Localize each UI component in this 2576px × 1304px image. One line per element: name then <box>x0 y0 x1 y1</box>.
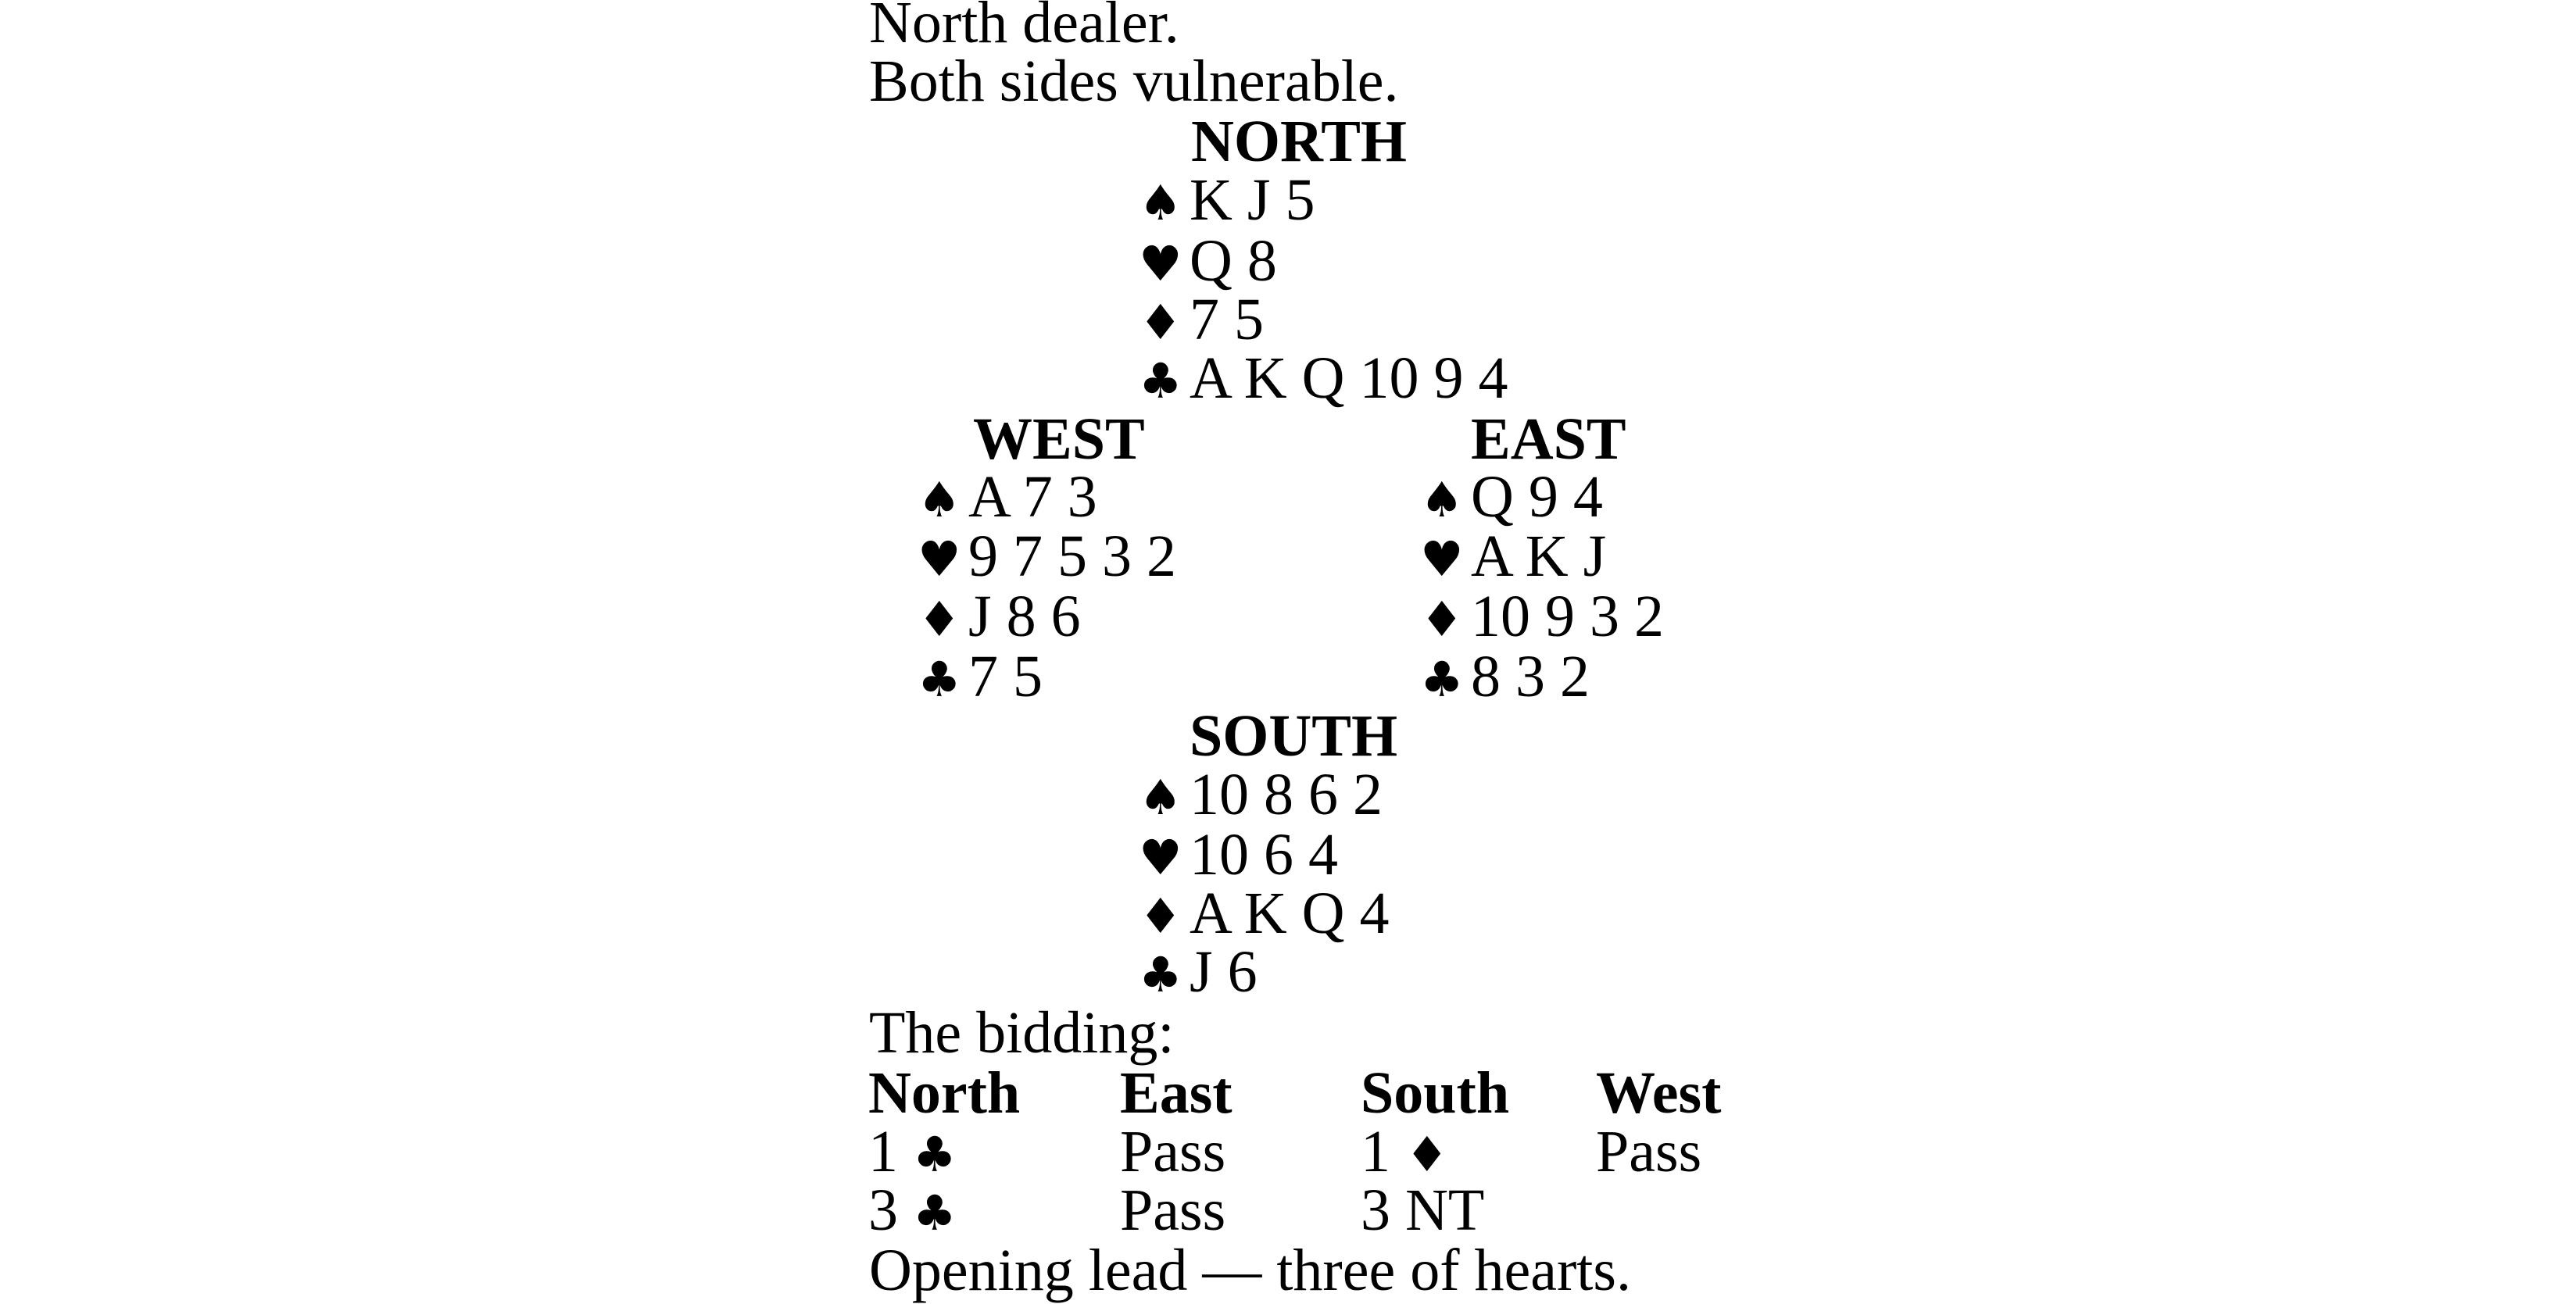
heart-icon: ♥ <box>918 531 961 588</box>
west-clubs-row: ♣7 5 <box>918 644 1043 709</box>
north-clubs-row: ♣A K Q 10 9 4 <box>1139 345 1508 411</box>
south-hearts-row: ♥10 6 4 <box>1139 825 1338 886</box>
south-clubs: J 6 <box>1190 939 1258 1005</box>
north-label: NORTH <box>1191 109 1408 174</box>
east-clubs-row: ♣8 3 2 <box>1420 644 1590 709</box>
dealer-text: North dealer. <box>869 0 1179 55</box>
bid-south-2: 3 NT <box>1361 1177 1485 1243</box>
bidding-header-west: West <box>1596 1060 1722 1126</box>
south-spades-row: ♠10 8 6 2 <box>1139 762 1383 827</box>
bid-north-1: 1 ♣ <box>868 1122 957 1184</box>
north-diamonds-row: ♦7 5 <box>1139 287 1264 352</box>
heart-icon: ♥ <box>1420 531 1464 588</box>
west-spades-row: ♠A 7 3 <box>918 464 1097 530</box>
diamond-icon: ♦ <box>1405 1126 1449 1183</box>
spade-icon: ♠ <box>1139 769 1182 826</box>
vulnerability-text: Both sides vulnerable. <box>869 48 1399 114</box>
bidding-header-south: South <box>1361 1060 1510 1126</box>
east-spades-row: ♠Q 9 4 <box>1420 464 1603 530</box>
east-label: EAST <box>1471 406 1626 472</box>
club-icon: ♣ <box>1139 946 1182 1003</box>
north-clubs: A K Q 10 9 4 <box>1190 345 1508 411</box>
east-hearts-row: ♥A K J <box>1420 527 1606 588</box>
south-diamonds: A K Q 4 <box>1190 881 1390 946</box>
south-diamonds-row: ♦A K Q 4 <box>1139 881 1390 946</box>
opening-lead-text: Opening lead — three of hearts. <box>869 1238 1631 1303</box>
bid-east-1: Pass <box>1120 1119 1226 1184</box>
north-diamonds: 7 5 <box>1190 287 1264 352</box>
east-diamonds-row: ♦10 9 3 2 <box>1420 584 1664 649</box>
east-hearts: A K J <box>1471 523 1607 589</box>
west-label: WEST <box>973 406 1145 472</box>
west-clubs: 7 5 <box>968 644 1043 709</box>
west-spades: A 7 3 <box>968 464 1097 530</box>
heart-icon: ♥ <box>1139 235 1182 292</box>
north-spades-row: ♠K J 5 <box>1139 167 1315 233</box>
west-hearts-row: ♥9 7 5 3 2 <box>918 527 1176 588</box>
club-icon: ♣ <box>1139 352 1182 409</box>
south-label: SOUTH <box>1190 703 1398 769</box>
club-icon: ♣ <box>913 1126 957 1183</box>
bidding-header-east: East <box>1120 1060 1233 1126</box>
south-hearts: 10 6 4 <box>1190 822 1338 888</box>
bidding-header-north: North <box>868 1060 1021 1126</box>
east-spades: Q 9 4 <box>1471 464 1603 530</box>
spade-icon: ♠ <box>1420 471 1464 528</box>
diamond-icon: ♦ <box>1139 294 1182 351</box>
north-spades: K J 5 <box>1190 167 1315 233</box>
diamond-icon: ♦ <box>1139 888 1182 945</box>
bid-level: 3 <box>868 1177 898 1243</box>
diamond-icon: ♦ <box>918 591 961 648</box>
south-clubs-row: ♣J 6 <box>1139 939 1258 1005</box>
east-diamonds: 10 9 3 2 <box>1471 584 1664 649</box>
west-hearts: 9 7 5 3 2 <box>968 523 1176 589</box>
spade-icon: ♠ <box>918 471 961 528</box>
bidding-title: The bidding: <box>869 1000 1175 1066</box>
west-diamonds-row: ♦J 8 6 <box>918 584 1081 649</box>
club-icon: ♣ <box>918 651 961 708</box>
club-icon: ♣ <box>1420 651 1464 708</box>
diamond-icon: ♦ <box>1420 591 1464 648</box>
north-hearts-row: ♥Q 8 <box>1139 228 1277 294</box>
bid-south-1: 1 ♦ <box>1361 1122 1449 1184</box>
north-hearts: Q 8 <box>1190 228 1277 294</box>
bid-level: 1 <box>1361 1119 1390 1184</box>
club-icon: ♣ <box>913 1184 957 1241</box>
bid-north-2: 3 ♣ <box>868 1181 957 1243</box>
bid-level: 1 <box>868 1119 898 1184</box>
bid-east-2: Pass <box>1120 1177 1226 1243</box>
bid-west-1: Pass <box>1596 1119 1702 1184</box>
east-clubs: 8 3 2 <box>1471 644 1590 709</box>
west-diamonds: J 8 6 <box>968 584 1081 649</box>
south-spades: 10 8 6 2 <box>1190 762 1383 827</box>
heart-icon: ♥ <box>1139 829 1182 886</box>
spade-icon: ♠ <box>1139 174 1182 231</box>
